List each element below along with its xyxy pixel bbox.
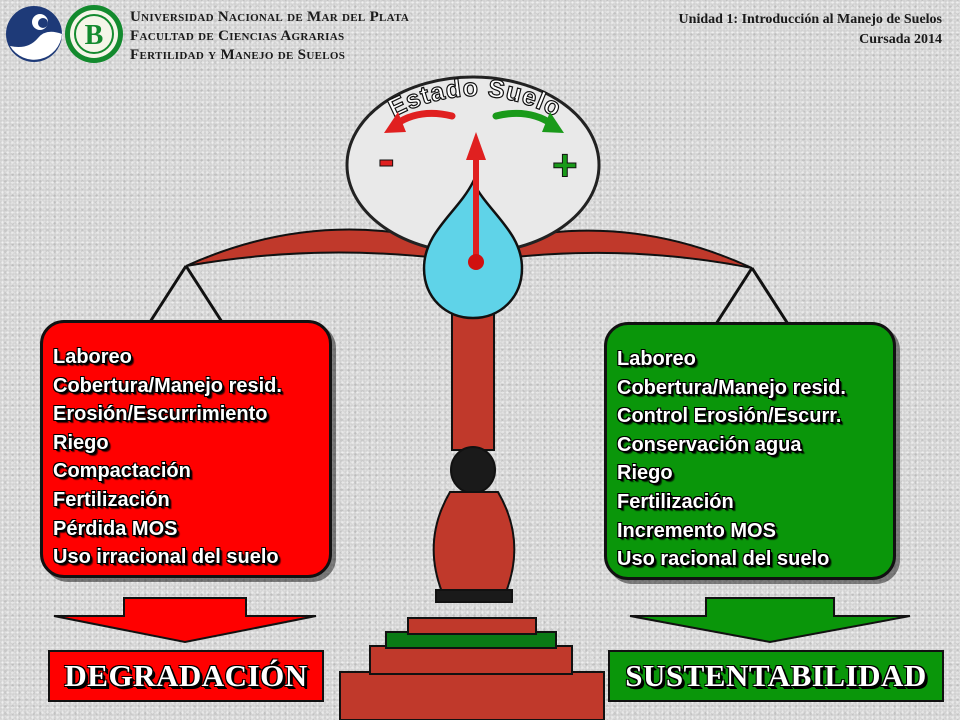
list-item: Uso racional del suelo [617,548,830,571]
sustainability-practices-panel: Laboreo Cobertura/Manejo resid. Control … [604,322,896,580]
dial-plus-sign: + [552,141,578,190]
list-item: Laboreo [617,348,696,370]
list-item: Compactación [53,460,191,483]
course-year: Cursada 2014 [859,32,942,47]
degradation-down-arrow-icon [53,597,317,644]
scale-base [339,617,605,720]
list-item: Control Erosión/Escurr. [617,405,842,428]
department-name: Fertilidad y Manejo de Suelos [130,47,346,63]
list-item: Fertilización [53,488,170,511]
sustainability-result-label: SUSTENTABILIDAD [608,650,944,702]
faculty-seal-icon: B [65,5,123,63]
course-header: Unidad 1: Introducción al Manejo de Suel… [679,10,942,50]
list-item: Cobertura/Manejo resid. [617,376,846,399]
dial-needle [466,132,486,270]
pan-strings [148,265,790,325]
degradation-result-label: DEGRADACIÓN [48,650,324,702]
list-item: Riego [53,431,109,454]
dial-minus-sign: - [378,131,395,187]
degradation-practices-list: Laboreo Cobertura/Manejo resid. Erosión/… [53,343,329,572]
list-item: Riego [617,462,673,485]
list-item: Conservación agua [617,433,802,456]
unit-title: Unidad 1: Introducción al Manejo de Suel… [678,12,942,27]
list-item: Fertilización [617,490,734,513]
list-item: Cobertura/Manejo resid. [53,374,282,397]
faculty-name: Facultad de Ciencias Agrarias [130,28,345,44]
list-item: Pérdida MOS [53,517,178,540]
scale-column [432,299,516,603]
university-logo-icon [6,6,62,62]
list-item: Incremento MOS [617,519,776,542]
sustainability-practices-list: Laboreo Cobertura/Manejo resid. Control … [617,345,893,574]
institution-header: Universidad Nacional de Mar del Plata Fa… [130,8,409,65]
list-item: Laboreo [53,346,132,368]
university-name: Universidad Nacional de Mar del Plata [130,9,410,25]
sustainability-down-arrow-icon [629,597,911,644]
degradation-practices-panel: Laboreo Cobertura/Manejo resid. Erosión/… [40,320,332,578]
list-item: Erosión/Escurrimiento [53,403,268,426]
list-item: Uso irracional del suelo [53,546,279,569]
svg-text:B: B [85,20,104,51]
